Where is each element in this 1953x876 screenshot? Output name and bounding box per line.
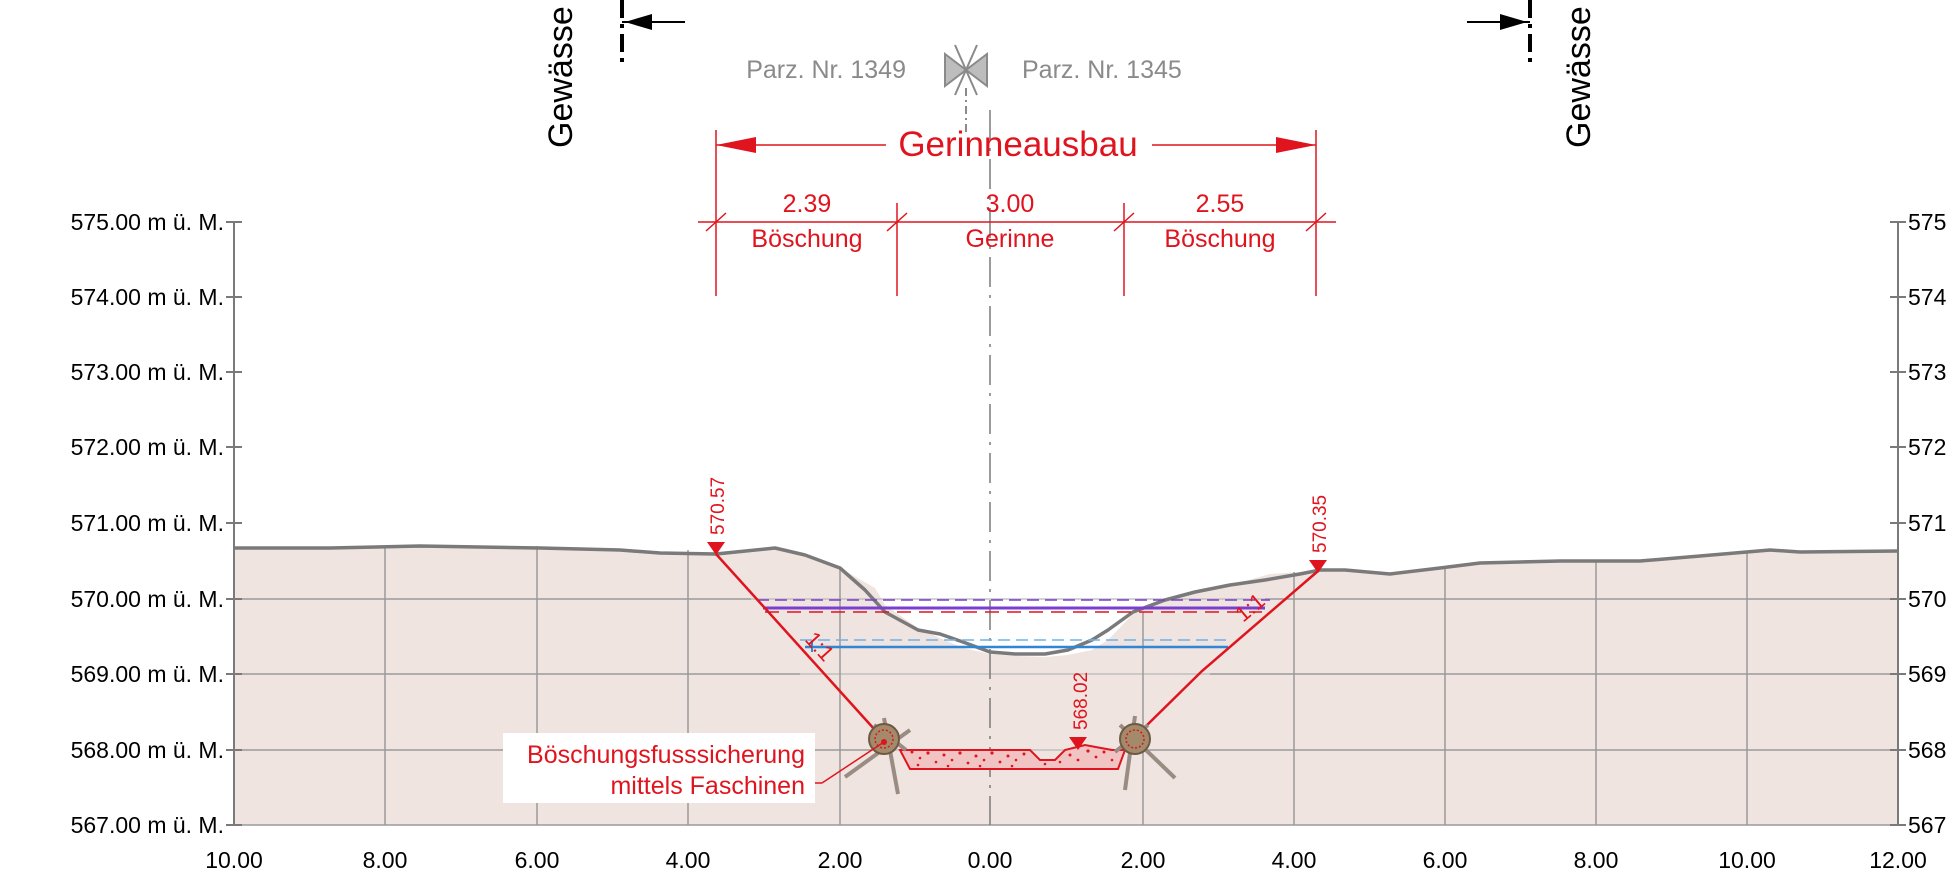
y-tick-right: 570 xyxy=(1908,586,1946,612)
y-tick-left: 571.00 m ü. M. xyxy=(71,510,224,536)
x-tick: 10.00 xyxy=(205,847,263,873)
annotation-leader xyxy=(815,739,887,784)
fascine-right xyxy=(1113,715,1177,791)
y-tick-right: 573 xyxy=(1908,359,1946,385)
y-tick-right: 567 xyxy=(1908,812,1946,838)
x-tick: 2.00 xyxy=(818,847,863,873)
x-tick: 8.00 xyxy=(1574,847,1619,873)
section-mark-right xyxy=(1467,0,1532,62)
drawing-title: Gerinneausbau xyxy=(898,125,1137,164)
parcel-left-label: Parz. Nr. 1349 xyxy=(746,56,906,84)
dimension-label-2: Gerinne xyxy=(966,225,1055,253)
x-tick: 8.00 xyxy=(363,847,408,873)
y-tick-right: 572 xyxy=(1908,434,1946,460)
y-tick-right: 568 xyxy=(1908,737,1946,763)
y-axis-left: 575.00 m ü. M. 574.00 m ü. M. 573.00 m ü… xyxy=(71,209,224,838)
axes xyxy=(226,221,1906,826)
elevation-marker-right xyxy=(1309,560,1327,573)
y-tick-left: 568.00 m ü. M. xyxy=(71,737,224,763)
dimension-label-1: Böschung xyxy=(751,225,862,253)
y-axis-right: 575 574 573 572 571 570 569 568 567 xyxy=(1908,209,1947,838)
dimension-value-3: 2.55 xyxy=(1196,190,1245,218)
y-tick-left: 567.00 m ü. M. xyxy=(71,812,224,838)
y-tick-right: 574 xyxy=(1908,284,1947,310)
y-tick-right: 571 xyxy=(1908,510,1946,536)
x-tick: 4.00 xyxy=(666,847,711,873)
x-tick: 12.00 xyxy=(1869,847,1927,873)
y-tick-left: 570.00 m ü. M. xyxy=(71,586,224,612)
x-axis: 10.00 8.00 6.00 4.00 2.00 0.00 2.00 4.00… xyxy=(205,847,1927,873)
annotation-line-1: Böschungsfusssicherung xyxy=(527,741,805,769)
elevation-marker-bottom xyxy=(1069,737,1087,750)
parcel-boundary-icon xyxy=(944,44,988,136)
x-tick: 6.00 xyxy=(515,847,560,873)
section-mark-left-label: Gewässe xyxy=(542,6,580,148)
arrow-left xyxy=(716,137,756,153)
y-tick-left: 572.00 m ü. M. xyxy=(71,434,224,460)
elevation-label-bottom: 568.02 xyxy=(1071,672,1092,730)
water-levels xyxy=(757,599,1270,652)
dimension-label-3: Böschung xyxy=(1164,225,1275,253)
y-tick-left: 569.00 m ü. M. xyxy=(71,661,224,687)
x-tick: 6.00 xyxy=(1423,847,1468,873)
x-tick: 2.00 xyxy=(1121,847,1166,873)
elevation-marker-left xyxy=(707,542,725,555)
parcel-right-label: Parz. Nr. 1345 xyxy=(1022,56,1182,84)
terrain-fill xyxy=(234,546,1898,825)
annotation-box xyxy=(503,733,815,803)
y-tick-left: 574.00 m ü. M. xyxy=(71,284,224,310)
section-mark-left xyxy=(620,0,685,62)
dimension-value-2: 3.00 xyxy=(986,190,1035,218)
y-tick-right: 569 xyxy=(1908,661,1946,687)
elevation-label-right: 570.35 xyxy=(1310,495,1331,553)
arrow-right xyxy=(1276,137,1316,153)
x-tick: 10.00 xyxy=(1718,847,1776,873)
dimension-value-1: 2.39 xyxy=(783,190,832,218)
riverbed xyxy=(898,743,1127,770)
x-tick: 4.00 xyxy=(1272,847,1317,873)
annotation-line-2: mittels Faschinen xyxy=(610,772,805,800)
channel-profile xyxy=(715,553,1319,731)
elevation-label-left: 570.57 xyxy=(708,477,729,535)
section-mark-right-label: Gewässe xyxy=(1560,6,1598,148)
y-tick-left: 573.00 m ü. M. xyxy=(71,359,224,385)
y-tick-right: 575 xyxy=(1908,209,1946,235)
y-tick-left: 575.00 m ü. M. xyxy=(71,209,224,235)
x-tick: 0.00 xyxy=(968,847,1013,873)
